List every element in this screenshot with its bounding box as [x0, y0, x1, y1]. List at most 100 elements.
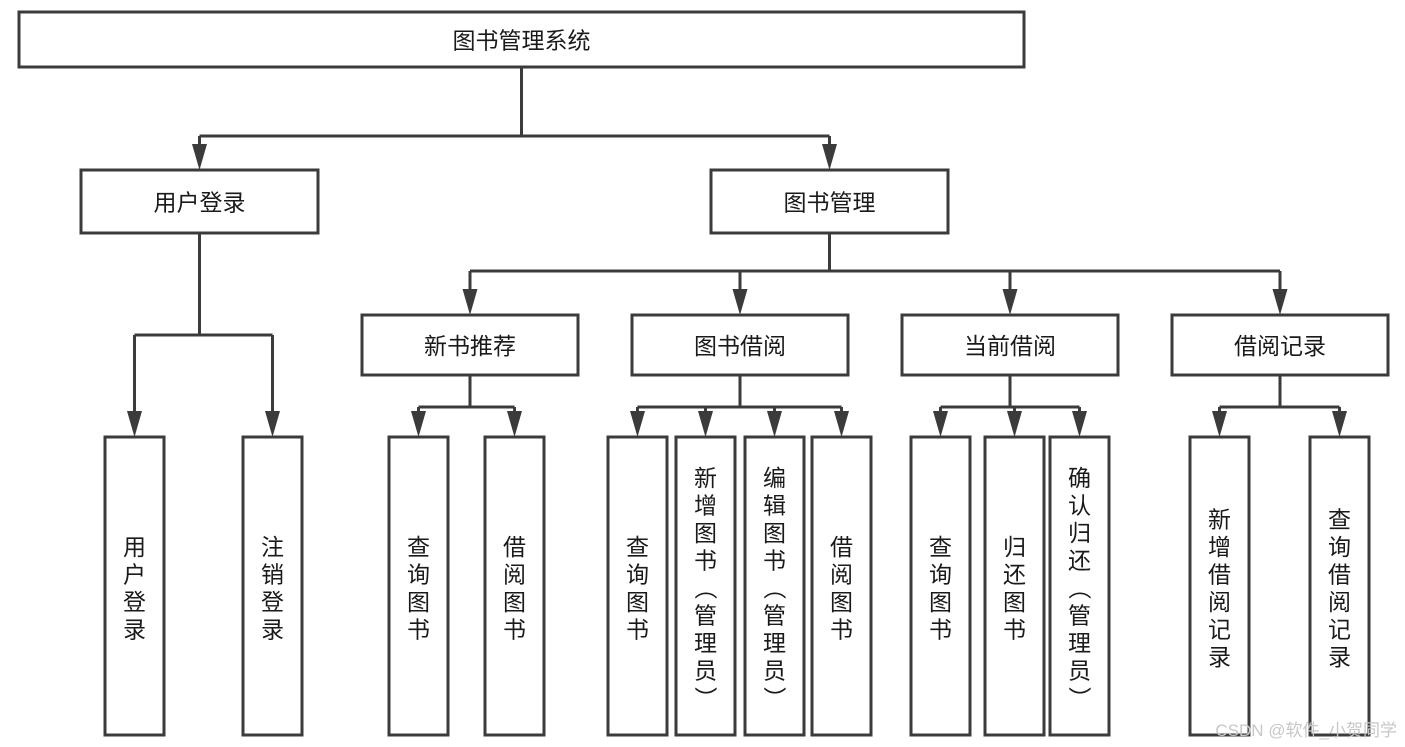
arrow-head-icon [1332, 411, 1347, 437]
arrow-head-icon [507, 411, 522, 437]
node-book-borrow[interactable]: 图书借阅 [630, 313, 850, 377]
node-label-char: 查 [929, 534, 952, 560]
node-label-char: 询 [929, 561, 952, 587]
node-label-char: 询 [407, 561, 430, 587]
node-box[interactable] [360, 313, 580, 377]
node-user-login[interactable]: 用户登录 [79, 168, 320, 235]
node-label-char: 询 [1328, 534, 1351, 560]
node-box[interactable] [1308, 435, 1371, 737]
node-box[interactable] [387, 435, 450, 737]
node-label-char: 录 [261, 616, 284, 642]
node-label-char: 书 [503, 616, 526, 642]
node-label-char: ） [693, 687, 719, 710]
node-label-char: 借 [1328, 561, 1351, 587]
node-label-char: 编 [763, 465, 786, 491]
connectors-layer [127, 67, 1347, 437]
node-box[interactable] [483, 435, 546, 737]
arrow-head-icon [732, 289, 748, 315]
node-box[interactable] [103, 435, 166, 737]
node-label-char: 图 [694, 520, 717, 546]
node-label-char: 管 [763, 603, 786, 629]
node-box[interactable] [17, 10, 1026, 69]
node-label-char: 增 [694, 493, 717, 519]
node-box[interactable] [743, 435, 806, 737]
node-book-manage[interactable]: 图书管理 [709, 168, 950, 235]
node-label-char: 理 [694, 630, 717, 656]
node-label-char: 员 [763, 658, 786, 684]
node-borrow-record[interactable]: 借阅记录 [1170, 313, 1390, 377]
node-label-char: 理 [763, 630, 786, 656]
node-box[interactable] [1188, 435, 1251, 737]
nodes-layer: 图书管理系统用户登录图书管理用户登录注销登录新书推荐查询图书借阅图书图书借阅查询… [17, 10, 1390, 737]
node-label-char: 还 [1003, 561, 1026, 587]
node-box[interactable] [909, 435, 972, 737]
node-label-char: （ [1067, 577, 1093, 600]
node-label-char: 理 [1068, 630, 1091, 656]
node-label-char: 认 [1068, 493, 1091, 519]
node-user-login-do[interactable]: 用户登录 [103, 435, 166, 737]
node-box[interactable] [983, 435, 1046, 737]
node-label-char: （ [693, 577, 719, 600]
node-label-char: 管 [1068, 603, 1091, 629]
node-label-char: 员 [1068, 658, 1091, 684]
arrow-head-icon [834, 411, 849, 437]
node-label-char: 查 [626, 534, 649, 560]
node-label-char: 管 [694, 603, 717, 629]
node-label-char: 注 [261, 534, 284, 560]
node-box[interactable] [1170, 313, 1390, 377]
node-box[interactable] [79, 168, 320, 235]
node-box[interactable] [1048, 435, 1111, 737]
node-label-char: 查 [407, 534, 430, 560]
arrow-head-icon [822, 144, 837, 170]
node-label: 图书管理 [784, 190, 876, 216]
node-label: 借阅记录 [1234, 333, 1326, 359]
node-label-char: 借 [1208, 561, 1231, 587]
node-label-char: 借 [830, 534, 853, 560]
node-label-char: 书 [1003, 616, 1026, 642]
node-label-char: ） [762, 687, 788, 710]
node-current-borrow[interactable]: 当前借阅 [900, 313, 1120, 377]
node-undefined[interactable]: 图书管理系统 [17, 10, 1026, 69]
node-box[interactable] [709, 168, 950, 235]
arrow-head-icon [767, 411, 782, 437]
arrow-head-icon [265, 411, 280, 437]
node-label-char: 书 [830, 616, 853, 642]
node-label-char: 图 [929, 589, 952, 615]
node-box[interactable] [241, 435, 304, 737]
node-label-char: 查 [1328, 506, 1351, 532]
node-label-char: 书 [694, 548, 717, 574]
node-label-char: 新 [694, 465, 717, 491]
arrow-head-icon [933, 411, 948, 437]
node-label-char: 登 [261, 589, 284, 615]
node-box[interactable] [810, 435, 873, 737]
node-box[interactable] [606, 435, 669, 737]
node-label-char: 图 [763, 520, 786, 546]
node-box[interactable] [674, 435, 737, 737]
node-label-char: 阅 [1328, 589, 1351, 615]
arrow-head-icon [1272, 289, 1288, 315]
node-label-char: 确 [1068, 465, 1091, 491]
node-label-char: （ [762, 577, 788, 600]
node-label-char: 增 [1208, 534, 1231, 560]
node-label: 新书推荐 [424, 333, 516, 359]
node-new-book-recommend[interactable]: 新书推荐 [360, 313, 580, 377]
node-label-char: 录 [1208, 644, 1231, 670]
node-label-char: ） [1067, 687, 1093, 710]
node-box[interactable] [630, 313, 850, 377]
node-box[interactable] [900, 313, 1120, 377]
node-label-char: 阅 [830, 561, 853, 587]
arrow-head-icon [1002, 289, 1018, 315]
arrow-head-icon [630, 411, 645, 437]
